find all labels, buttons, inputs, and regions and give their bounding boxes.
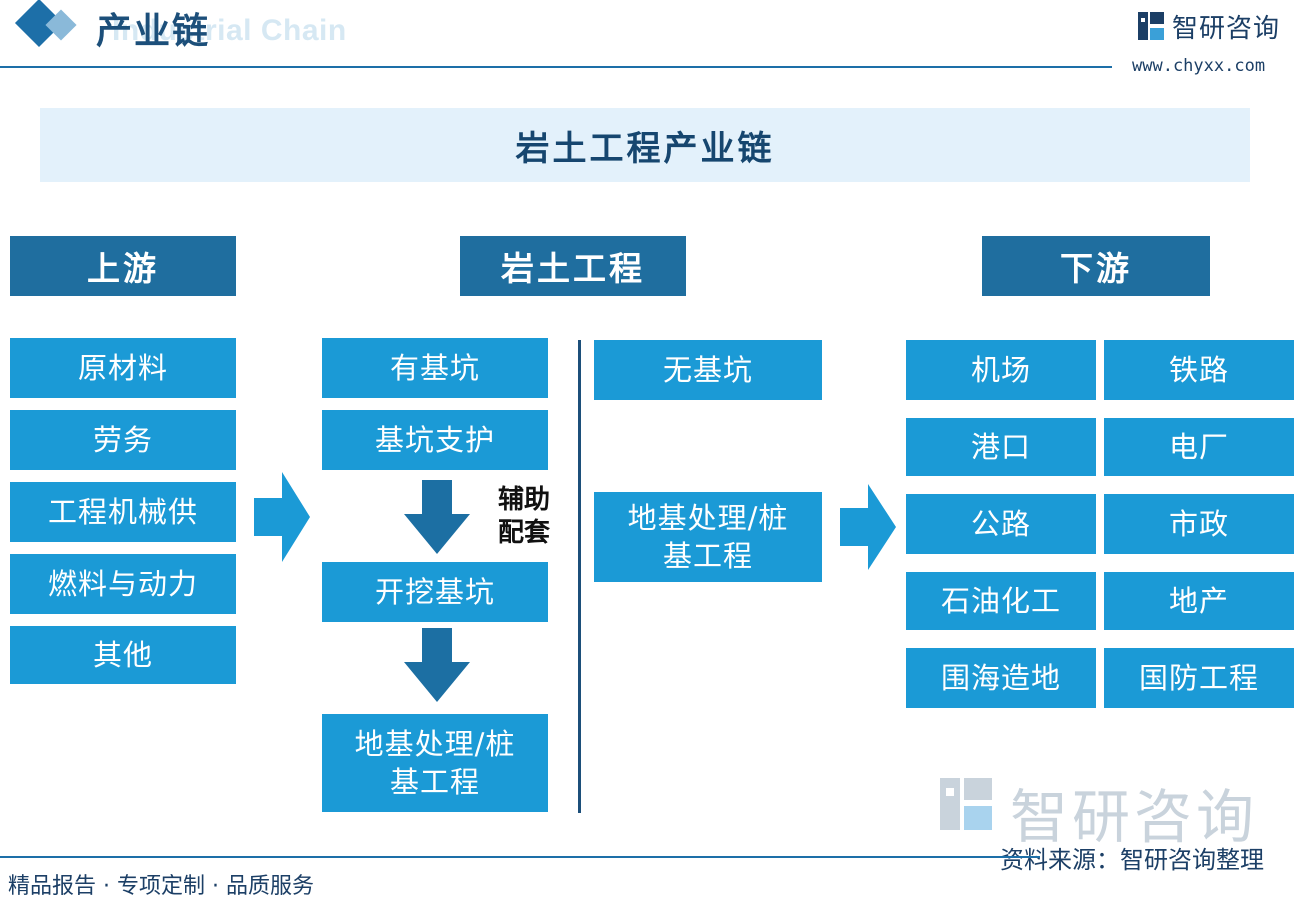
downstream-item: 电厂 <box>1104 418 1294 476</box>
header-subtitle: Industrial Chain <box>112 14 347 47</box>
downstream-item: 石油化工 <box>906 572 1096 630</box>
upstream-item: 燃料与动力 <box>10 554 236 614</box>
downstream-item: 机场 <box>906 340 1096 400</box>
flow-step-box: 开挖基坑 <box>322 562 548 622</box>
arrow-down-icon <box>404 480 470 554</box>
upstream-header: 上游 <box>10 236 236 296</box>
downstream-header: 下游 <box>982 236 1210 296</box>
downstream-item: 市政 <box>1104 494 1294 554</box>
flow-step-box: 有基坑 <box>322 338 548 398</box>
upstream-item: 其他 <box>10 626 236 684</box>
page-title: 产业链 <box>96 11 211 52</box>
upstream-item: 劳务 <box>10 410 236 470</box>
diagram-title-band: 岩土工程产业链 <box>40 108 1250 182</box>
watermark-logo-icon <box>940 778 992 830</box>
upstream-item: 原材料 <box>10 338 236 398</box>
diagram-title: 岩土工程产业链 <box>515 128 775 169</box>
footer-tagline: 精品报告 · 专项定制 · 品质服务 <box>8 874 314 899</box>
flow-step-box: 地基处理/桩基工程 <box>322 714 548 812</box>
arrow-right-icon <box>254 472 310 562</box>
source-note: 资料来源：智研咨询整理 <box>1000 846 1264 874</box>
brand-name: 智研咨询 <box>1172 14 1281 44</box>
downstream-item: 港口 <box>906 418 1096 476</box>
downstream-item: 围海造地 <box>906 648 1096 708</box>
arrow-down-icon <box>404 628 470 702</box>
downstream-item: 国防工程 <box>1104 648 1294 708</box>
flow-step-box: 地基处理/桩基工程 <box>594 492 822 582</box>
downstream-item: 铁路 <box>1104 340 1294 400</box>
downstream-item: 公路 <box>906 494 1096 554</box>
footer-divider <box>0 856 1040 858</box>
brand-url: www.chyxx.com <box>1132 56 1266 76</box>
aux-support-label: 辅助配套 <box>497 485 550 548</box>
downstream-item: 地产 <box>1104 572 1294 630</box>
upstream-item: 工程机械供 <box>10 482 236 542</box>
brand-logo-icon <box>1138 12 1164 40</box>
header-divider <box>0 66 1112 68</box>
branch-divider <box>578 340 581 813</box>
flow-step-box: 基坑支护 <box>322 410 548 470</box>
flow-step-box: 无基坑 <box>594 340 822 400</box>
arrow-right-icon <box>840 484 896 570</box>
watermark-text: 智研咨询 <box>1010 783 1259 851</box>
midstream-header: 岩土工程 <box>460 236 686 296</box>
